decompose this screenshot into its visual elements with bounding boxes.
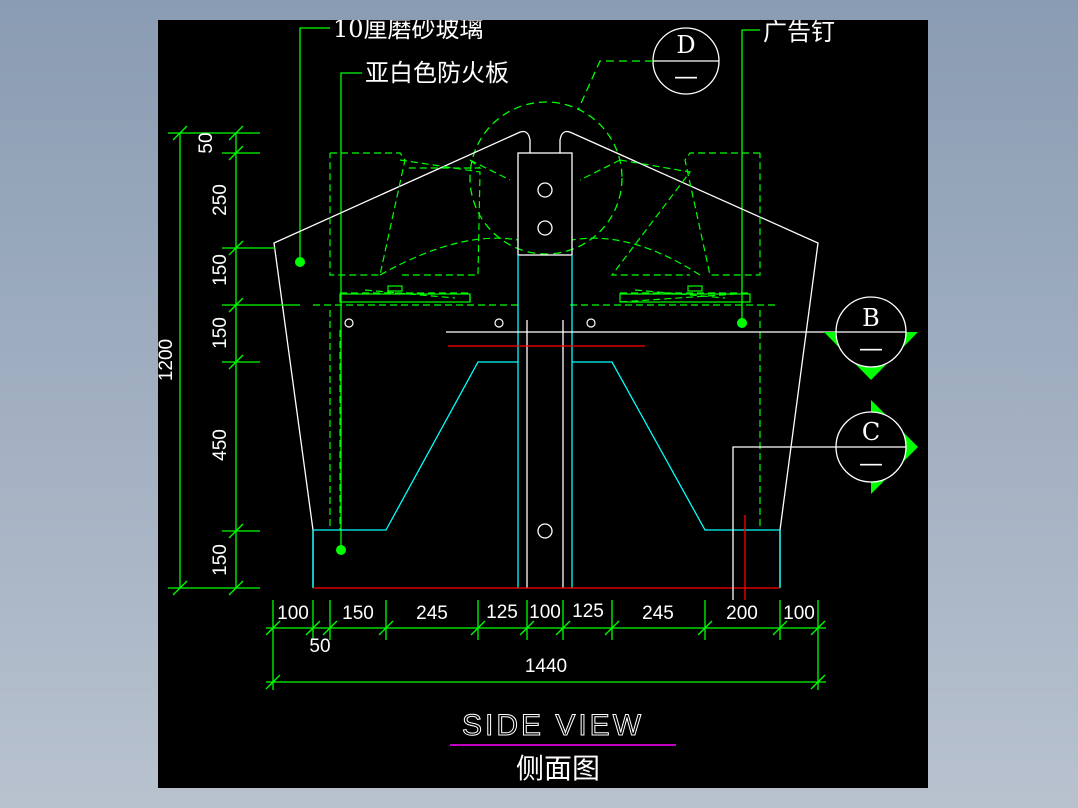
- leader-dot-ad-nail: [737, 318, 747, 328]
- vdim-250: 250: [210, 184, 231, 216]
- central-post: [517, 152, 573, 588]
- glass-brackets: [313, 152, 777, 530]
- horizontal-dimension-texts: 100 150 245 125 100 125 245 200 100 50 1…: [277, 601, 815, 677]
- vdim-150-b: 150: [210, 317, 231, 349]
- base-trapezoid: [312, 361, 781, 588]
- hdim-100-a: 100: [277, 603, 309, 624]
- callout-b-letter: B: [862, 304, 880, 332]
- leader-ad-nail: [741, 29, 760, 322]
- hdim-125-b: 125: [572, 601, 604, 622]
- hdim-150: 150: [342, 603, 374, 624]
- vertical-dimension-lines: [168, 125, 300, 596]
- vdim-450: 450: [210, 429, 231, 461]
- label-ad-nail: 广告钉: [763, 20, 835, 46]
- vdim-150-a: 150: [210, 254, 231, 286]
- hdim-50: 50: [309, 636, 330, 657]
- red-lines: [313, 345, 780, 600]
- leader-fireproof-board: [340, 72, 362, 550]
- callout-c-sub: —: [859, 449, 883, 477]
- hdim-125-a: 125: [486, 602, 518, 623]
- callout-c-letter: C: [862, 418, 880, 446]
- sign-outline: [273, 130, 819, 588]
- title-chinese: 侧面图: [516, 752, 600, 785]
- leader-dot-frosted-glass: [295, 257, 305, 267]
- callout-d: D —: [577, 27, 720, 111]
- side-view-drawing: 10厘磨砂玻璃 亚白色防火板 广告钉 D —: [158, 20, 918, 785]
- title-english: SIDE VIEW: [462, 709, 644, 742]
- section-line-c: [732, 446, 840, 600]
- hdim-200: 200: [726, 603, 758, 624]
- horizontal-dimension-lines: [265, 600, 826, 690]
- hdim-100-c: 100: [783, 603, 815, 624]
- shelf-plates: [339, 285, 751, 303]
- hdim-245-b: 245: [642, 603, 674, 624]
- leader-dot-fireproof-board: [336, 545, 346, 555]
- hdim-total: 1440: [525, 656, 567, 677]
- vdim-150-c: 150: [210, 544, 231, 576]
- bolt-holes: [344, 318, 596, 328]
- callout-d-letter: D: [676, 31, 695, 59]
- leader-frosted-glass: [299, 27, 330, 262]
- hdim-245-a: 245: [416, 603, 448, 624]
- callout-b: B —: [824, 296, 918, 380]
- hdim-100-b: 100: [529, 602, 561, 623]
- callout-d-sub: —: [674, 62, 698, 90]
- vdim-50: 50: [196, 132, 217, 153]
- callout-c: C —: [835, 400, 918, 494]
- label-frosted-glass: 10厘磨砂玻璃: [333, 20, 484, 43]
- vdim-total: 1200: [158, 339, 177, 381]
- vertical-dimension-texts: 50 250 150 150 450 150 1200: [158, 132, 231, 575]
- label-fireproof-board: 亚白色防火板: [365, 59, 509, 87]
- drawing-canvas: 10厘磨砂玻璃 亚白色防火板 广告钉 D —: [158, 20, 928, 788]
- callout-b-sub: —: [859, 334, 883, 362]
- detail-circle-d: [469, 101, 623, 255]
